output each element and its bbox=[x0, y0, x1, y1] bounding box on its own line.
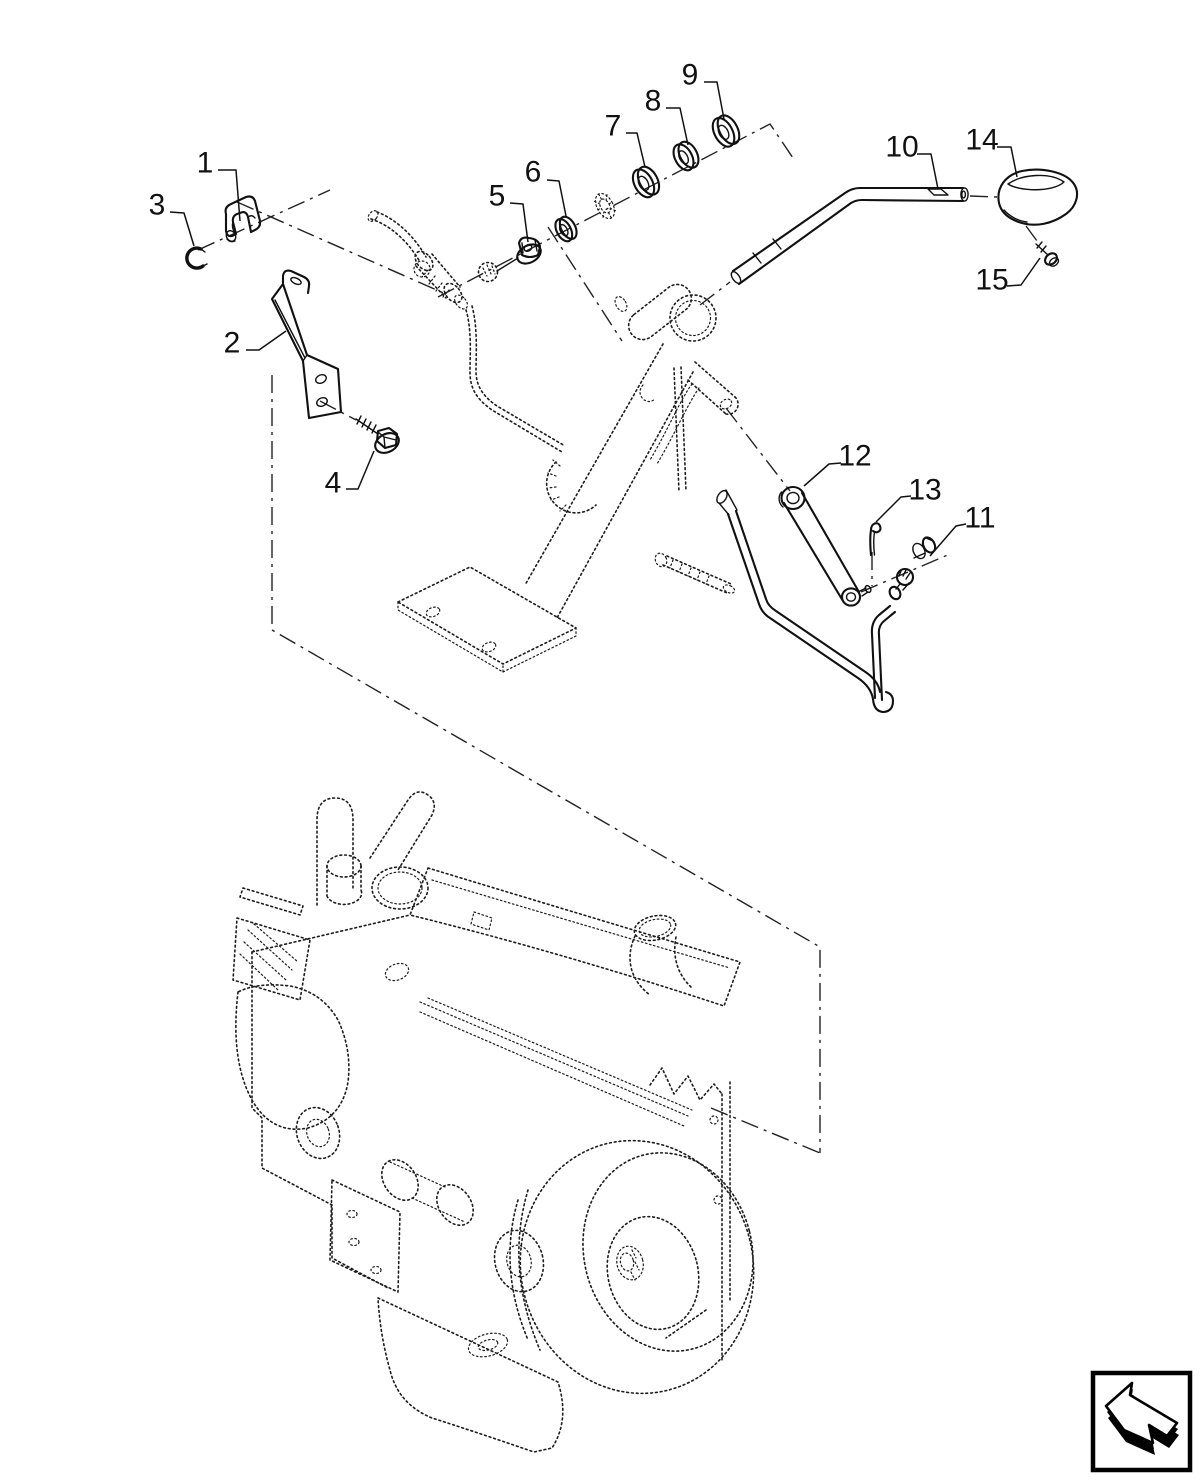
part-3-snap-ring bbox=[185, 246, 208, 270]
callout-number-8: 8 bbox=[645, 85, 662, 118]
part-6-washer bbox=[554, 215, 578, 243]
callout-number-7: 7 bbox=[605, 110, 622, 143]
callout-leader-15 bbox=[1006, 257, 1041, 287]
part-1-clamp bbox=[224, 195, 262, 243]
part-10-lever bbox=[730, 186, 969, 286]
callout-leader-7 bbox=[626, 132, 646, 168]
phantom-engine bbox=[232, 791, 755, 1453]
callout-leader-9 bbox=[704, 81, 725, 120]
callout-leader-8 bbox=[666, 107, 689, 146]
part-13-cotter-pin bbox=[869, 522, 882, 557]
phantom-bracket-assembly bbox=[397, 283, 739, 673]
part-11-cable-end bbox=[888, 536, 937, 601]
callout-leader-12 bbox=[803, 462, 842, 487]
phantom-star-washer bbox=[593, 192, 617, 220]
callout-number-14: 14 bbox=[965, 124, 998, 157]
callout-leader-13 bbox=[875, 495, 912, 523]
callout-number-6: 6 bbox=[525, 156, 542, 189]
throttle-rod bbox=[716, 489, 897, 714]
part-2-bracket bbox=[270, 269, 343, 420]
phantom-cable bbox=[367, 210, 566, 453]
brand-logo bbox=[1090, 1370, 1193, 1473]
block-arrow-up-left-icon bbox=[1104, 1381, 1179, 1455]
center-lines bbox=[197, 123, 1041, 593]
callout-leader-6 bbox=[546, 179, 567, 217]
callout-number-4: 4 bbox=[325, 467, 342, 500]
part-15-screw bbox=[1035, 241, 1060, 267]
callout-number-5: 5 bbox=[489, 180, 506, 213]
callout-number-9: 9 bbox=[682, 59, 699, 92]
phantom-boundary-lines bbox=[271, 375, 821, 1154]
callout-leader-10 bbox=[917, 153, 939, 190]
callout-leader-11 bbox=[929, 523, 967, 557]
callout-number-15: 15 bbox=[975, 264, 1008, 297]
callout-leader-4 bbox=[346, 450, 375, 490]
callout-number-3: 3 bbox=[149, 189, 166, 222]
part-7-washer bbox=[631, 165, 661, 199]
flywheel-outer bbox=[519, 1139, 755, 1395]
part-5-nut bbox=[477, 236, 542, 283]
callout-number-1: 1 bbox=[197, 147, 214, 180]
callout-number-10: 10 bbox=[885, 131, 918, 164]
part-8-washer bbox=[672, 140, 700, 172]
callout-leader-2 bbox=[246, 330, 287, 351]
callout-number-2: 2 bbox=[224, 327, 241, 360]
callout-leader-3 bbox=[169, 211, 195, 247]
part-12-link bbox=[778, 485, 872, 607]
part-14-knob bbox=[997, 168, 1079, 226]
callout-number-11: 11 bbox=[964, 502, 995, 535]
part-4-bolt bbox=[355, 415, 400, 454]
callout-leader-5 bbox=[509, 202, 529, 243]
callout-number-12: 12 bbox=[838, 440, 871, 473]
phantom-cable-ball bbox=[477, 261, 499, 283]
callout-leader-14 bbox=[997, 146, 1018, 178]
part-9-washer bbox=[711, 114, 741, 148]
callout-number-13: 13 bbox=[908, 474, 941, 507]
callout-leader-1 bbox=[218, 169, 241, 222]
